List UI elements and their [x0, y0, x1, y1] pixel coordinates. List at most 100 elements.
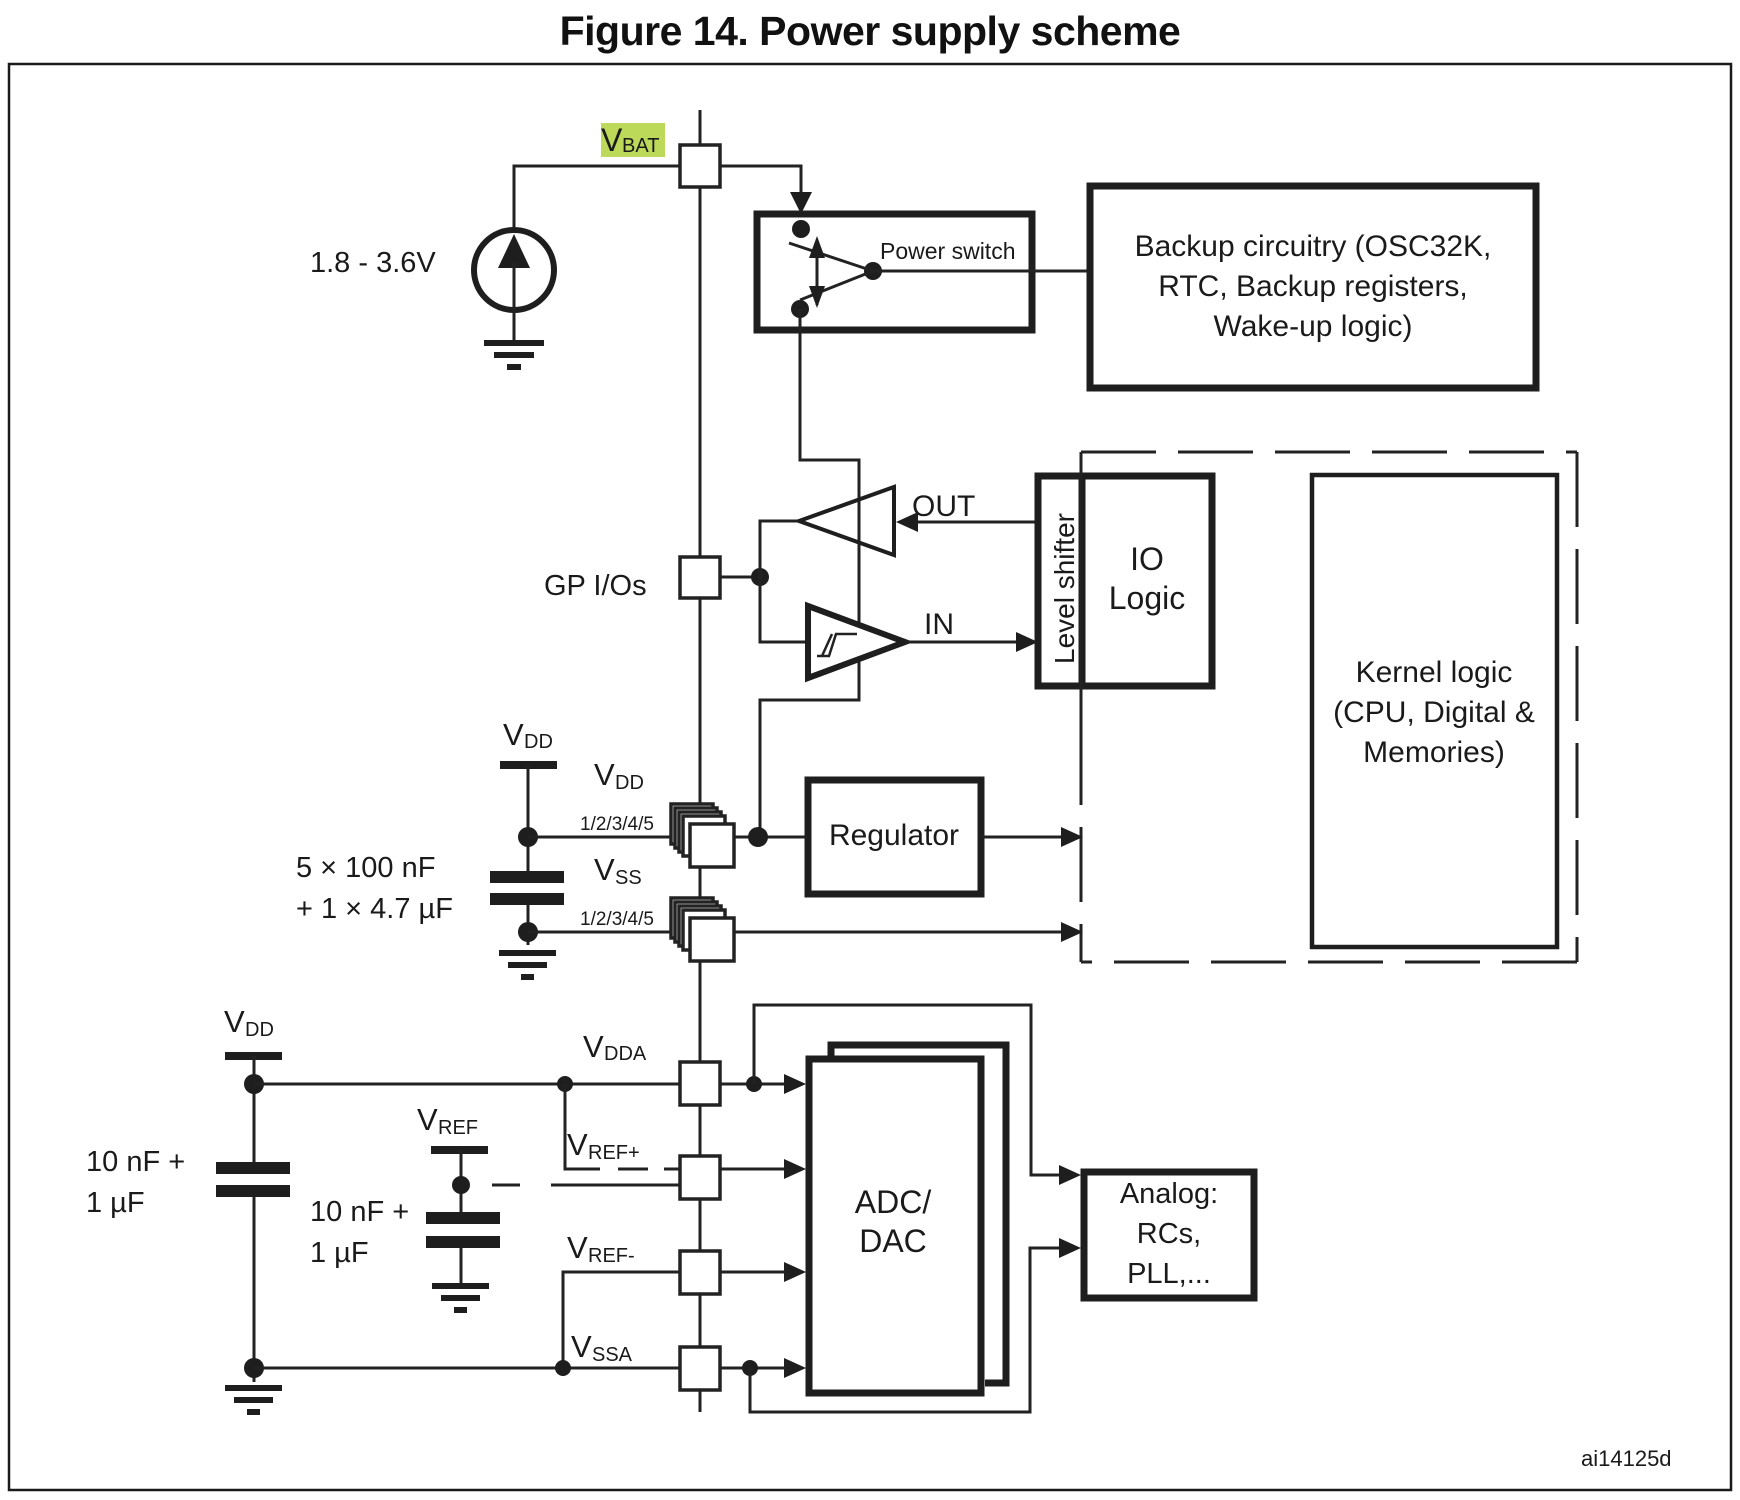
decoupling-main-line-2: + 1 × 4.7 µF	[296, 893, 453, 925]
vbat-highlight	[601, 123, 665, 157]
out-label: OUT	[912, 490, 975, 523]
gpio-pin-pad	[678, 555, 722, 600]
vss-pin-numbers: 1/2/3/4/5	[580, 909, 654, 930]
capacitor-plate	[490, 893, 564, 905]
arrow-icon	[896, 512, 918, 532]
kernel-label-line-2: (CPU, Digital &	[1333, 696, 1535, 729]
junction-dot	[555, 1360, 571, 1376]
gpio-in-wire	[758, 577, 806, 644]
svg-text:V: V	[594, 852, 615, 887]
vdda-to-analog-wire	[752, 1003, 1060, 1177]
svg-text:V: V	[567, 1230, 588, 1265]
arrow-icon	[1061, 827, 1083, 847]
svg-text:V: V	[567, 1127, 588, 1162]
svg-text:REF: REF	[438, 1117, 478, 1139]
vssa-to-analog-wire	[748, 1246, 1060, 1414]
schmitt-input-buffer-icon	[805, 601, 914, 683]
vdd-supply-label: V DD	[503, 717, 553, 753]
capacitor-plate	[426, 1236, 500, 1248]
vdd-pin-pad-stack	[669, 802, 736, 869]
svg-text:V: V	[503, 717, 524, 752]
vdda-label: V DDA	[583, 1029, 647, 1065]
adc-dac-block	[805, 1055, 985, 1397]
vss-pin-label: V SS	[594, 852, 642, 889]
ground-icon	[484, 340, 544, 370]
kernel-label-line-1: Kernel logic	[1356, 656, 1513, 689]
svg-text:V: V	[571, 1329, 592, 1364]
vbat-label-main: V	[601, 122, 623, 158]
gpio-out-wire	[758, 519, 800, 577]
adc-dac-label-line-2: DAC	[859, 1223, 927, 1259]
level-shifter-label: Level shifter	[1049, 513, 1080, 664]
in-label: IN	[924, 608, 954, 641]
switch-supply-wire	[758, 309, 861, 838]
svg-text:DDA: DDA	[604, 1043, 647, 1065]
junction-dot	[748, 827, 768, 847]
figure-frame	[7, 62, 1733, 1492]
power-switch-label: Power switch	[880, 238, 1015, 264]
capacitor-plate	[490, 871, 564, 883]
ground-icon	[225, 1385, 282, 1415]
analog-label-line-2: RCs,	[1137, 1218, 1201, 1250]
svg-text:DD: DD	[524, 731, 553, 753]
svg-text:REF+: REF+	[588, 1142, 640, 1164]
svg-text:SS: SS	[615, 867, 642, 889]
arrow-icon	[1059, 1165, 1081, 1185]
io-logic-label-line-2: Logic	[1109, 580, 1186, 616]
vref-plus-strap-wire	[563, 1084, 600, 1171]
vdd-pin-numbers: 1/2/3/4/5	[580, 814, 654, 835]
capacitor-plate	[216, 1185, 290, 1197]
vss-pin-pad-stack	[669, 896, 736, 963]
decoupling-vref-line-2: 1 µF	[310, 1237, 369, 1269]
svg-text:V: V	[224, 1004, 245, 1039]
decoupling-analog-line-2: 1 µF	[86, 1187, 145, 1219]
svg-text:REF-: REF-	[588, 1245, 635, 1267]
decoupling-main-line-1: 5 × 100 nF	[296, 852, 435, 884]
junction-dot	[452, 1176, 470, 1194]
io-logic-label-line-1: IO	[1130, 541, 1164, 577]
vref-supply-label: V REF	[417, 1102, 478, 1139]
battery-voltage-range: 1.8 - 3.6V	[310, 247, 436, 279]
svg-text:V: V	[583, 1029, 604, 1064]
switch-icon	[788, 220, 882, 318]
svg-text:SSA: SSA	[592, 1344, 633, 1366]
decoupling-vref-line-1: 10 nF +	[310, 1196, 409, 1228]
vdda-pin-pad	[678, 1060, 722, 1107]
arrow-icon	[1016, 632, 1038, 652]
vbat-pin-pad	[678, 143, 722, 189]
vref-minus-wire	[561, 1270, 680, 1368]
vref-plus-label: V REF+	[567, 1127, 640, 1164]
digital-domain-boundary	[1079, 450, 1579, 964]
figure-title: Figure 14. Power supply scheme	[559, 8, 1181, 54]
backup-label-line-1: Backup circuitry (OSC32K,	[1135, 230, 1492, 263]
svg-text:V: V	[594, 757, 615, 792]
arrow-icon	[784, 1074, 806, 1094]
svg-text:DD: DD	[615, 772, 644, 794]
arrow-icon	[784, 1358, 806, 1378]
arrow-icon	[790, 192, 812, 214]
vbat-label: V BAT	[601, 122, 665, 158]
backup-circuitry-block	[1086, 182, 1540, 392]
vdd-pin-label: V DD	[594, 757, 644, 794]
vref-plus-pin-pad	[678, 1154, 722, 1201]
vbat-label-sub: BAT	[622, 135, 659, 157]
arrow-icon	[784, 1159, 806, 1179]
vssa-label: V SSA	[571, 1329, 633, 1366]
capacitor-plate	[426, 1212, 500, 1224]
ground-icon	[499, 950, 556, 980]
svg-text:DD: DD	[245, 1019, 274, 1041]
arrow-icon	[784, 1262, 806, 1282]
analog-label-line-3: PLL,...	[1127, 1258, 1211, 1290]
kernel-logic-block	[1309, 472, 1560, 950]
vbat-to-switch-wire	[720, 164, 803, 200]
analog-block	[1080, 1168, 1258, 1302]
adc-dac-label-line-1: ADC/	[855, 1184, 932, 1220]
figure-reference-id: ai14125d	[1581, 1446, 1672, 1471]
backup-label-line-3: Wake-up logic)	[1214, 310, 1413, 343]
vref-minus-label: V REF-	[567, 1230, 635, 1267]
vref-minus-pin-pad	[678, 1249, 722, 1296]
battery-source-icon	[471, 227, 557, 346]
analog-label-line-1: Analog:	[1120, 1178, 1218, 1210]
arrow-icon	[1061, 922, 1083, 942]
